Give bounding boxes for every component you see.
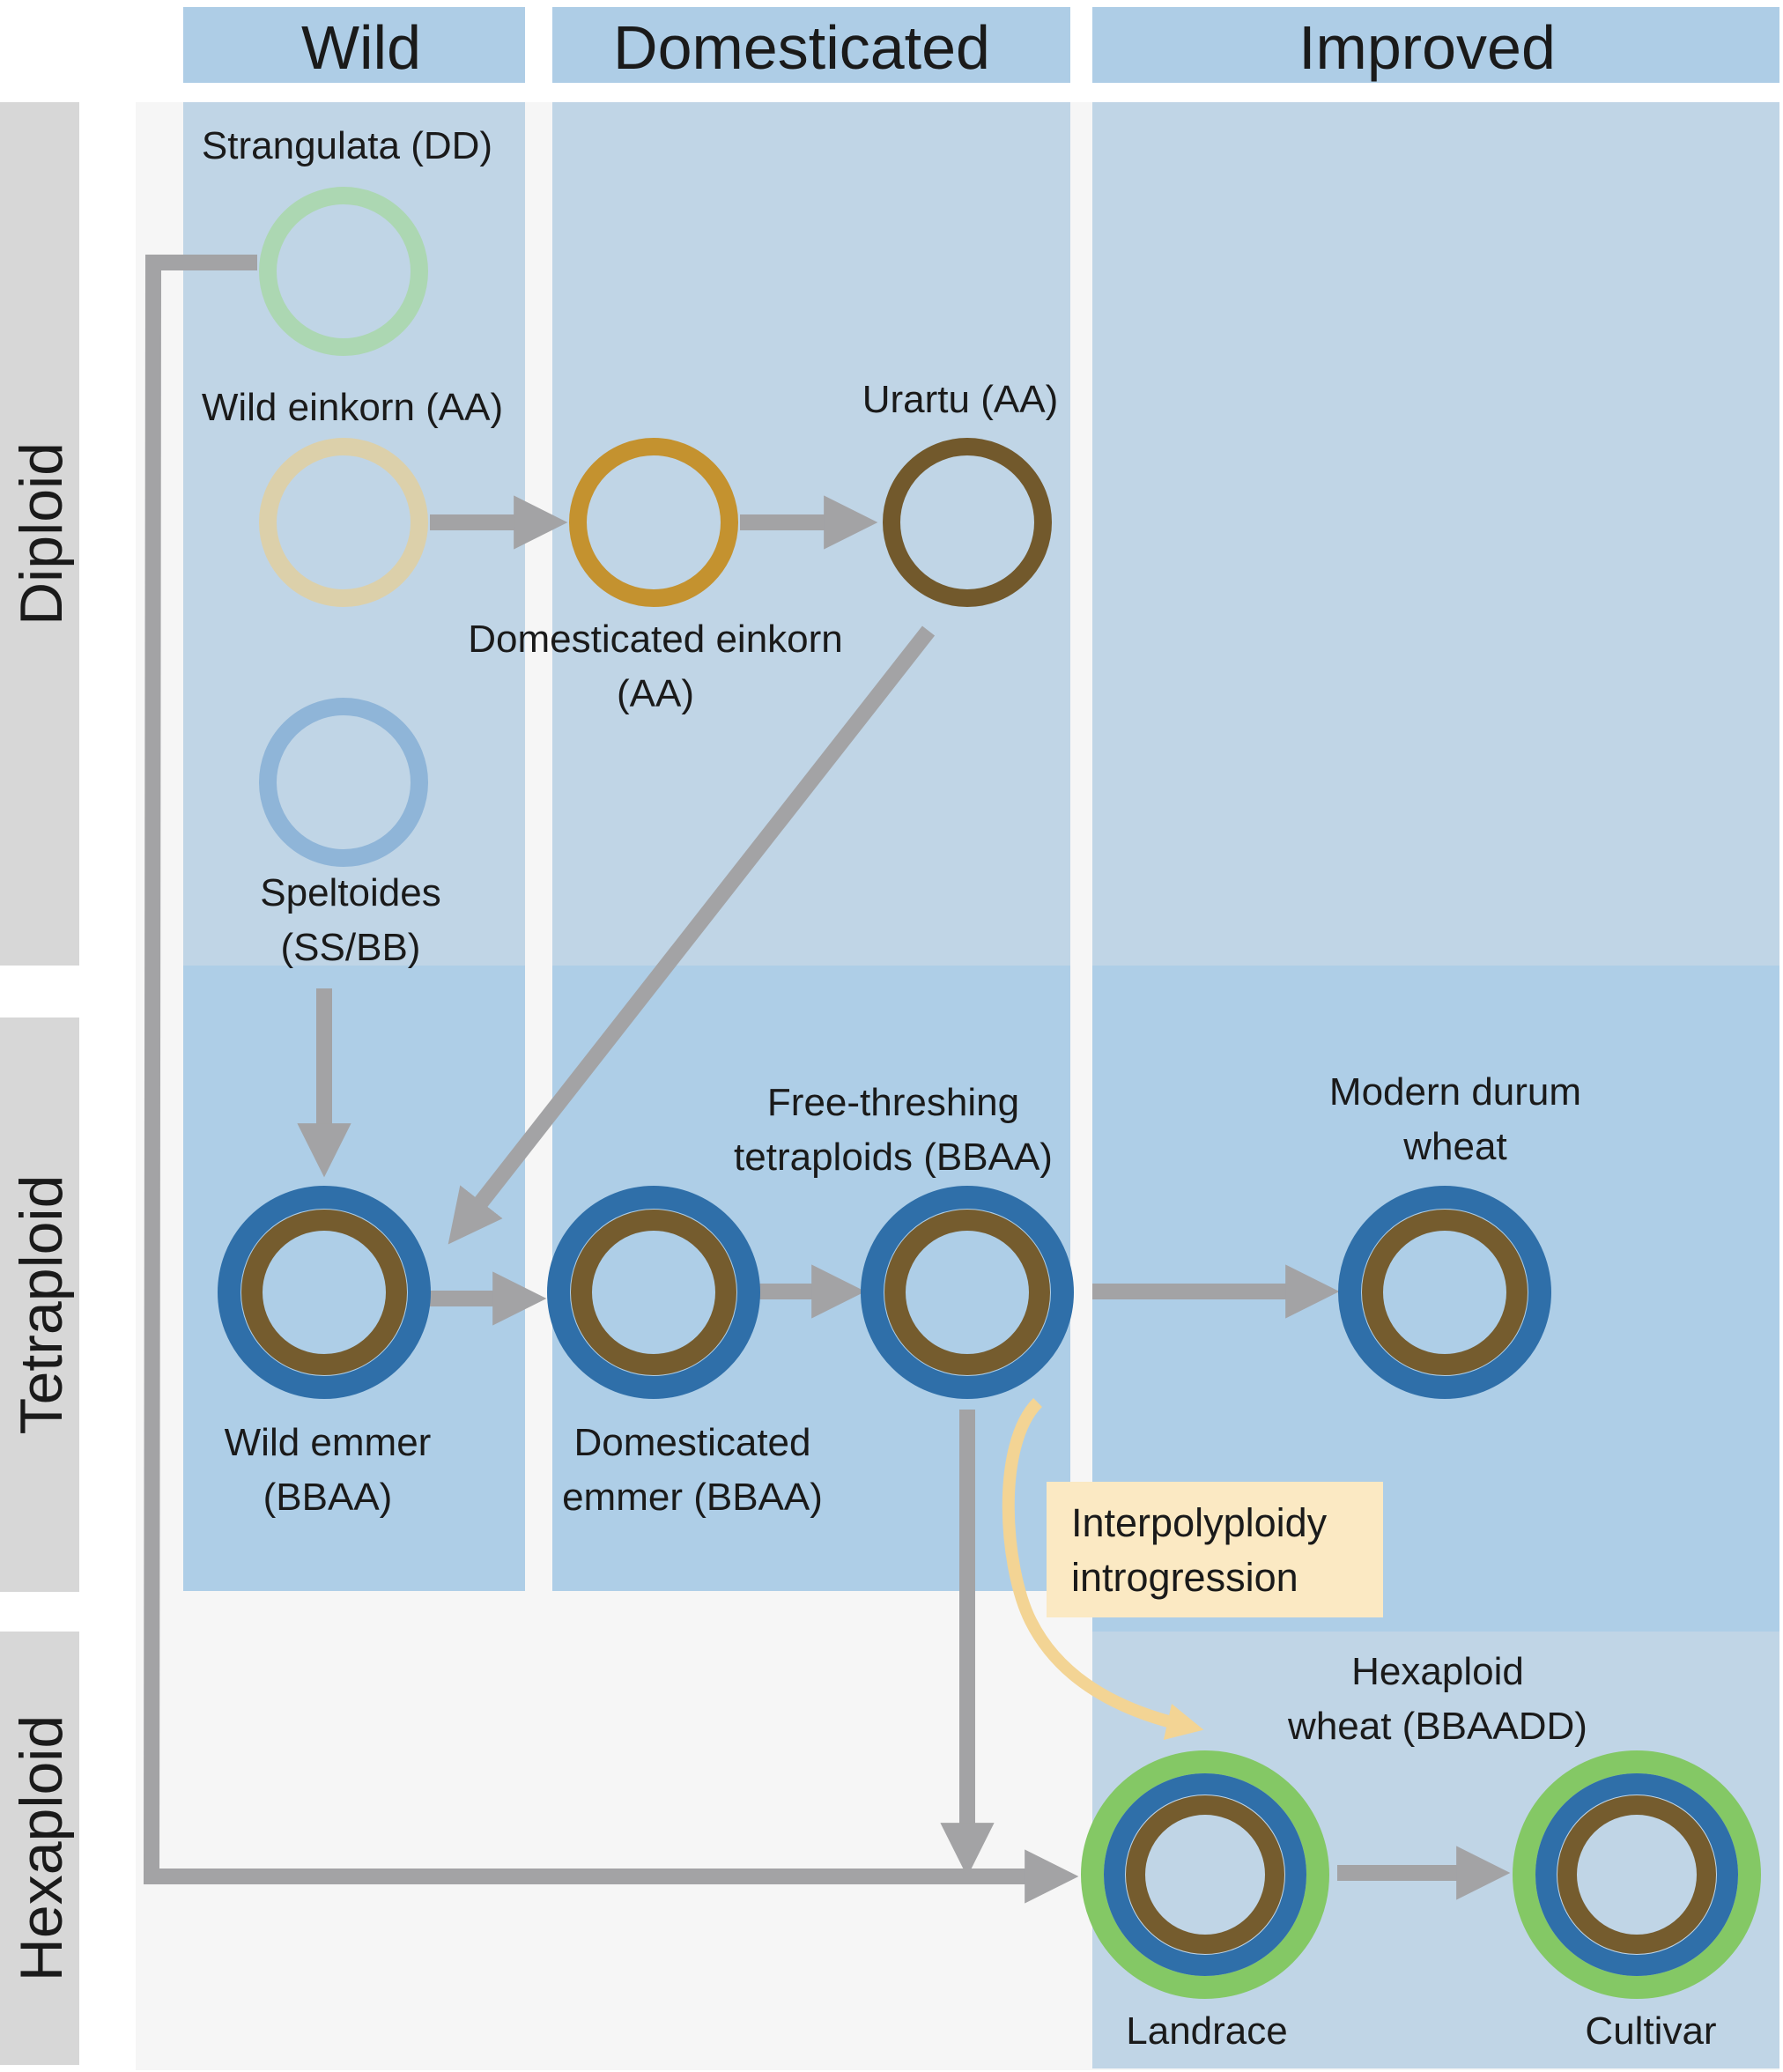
- introgression-note-line1: Interpolyploidy: [1071, 1500, 1328, 1545]
- modern-durum-label-line2: wheat: [1402, 1125, 1506, 1168]
- free-threshing-inner-ring: [884, 1210, 1050, 1375]
- node-labels: Strangulata (DD) Wild einkorn (AA) Urart…: [202, 124, 1717, 2053]
- header-improved: Improved: [1298, 13, 1556, 82]
- cultivar-node: [1513, 1750, 1761, 1999]
- landrace-label: Landrace: [1126, 2009, 1287, 2053]
- landrace-middle-ring: [1104, 1773, 1306, 1976]
- modern-durum-node: [1338, 1186, 1551, 1399]
- cultivar-outer-ring: [1513, 1750, 1761, 1999]
- hexaploid-wheat-label-line2: wheat (BBAADD): [1287, 1705, 1587, 1748]
- wild-einkorn-circle: [259, 438, 428, 607]
- panel-domesticated-tetraploid: [552, 966, 1070, 1591]
- strangulata-circle: [259, 187, 428, 356]
- header-improved-bg: [1092, 7, 1779, 83]
- free-threshing-label-line2: tetraploids (BBAA): [734, 1136, 1053, 1179]
- nodes: [218, 187, 1761, 1999]
- introgression-note-bg: [1047, 1482, 1383, 1617]
- header-domesticated: Domesticated: [613, 13, 990, 82]
- panel-improved-hexaploid: [1092, 1632, 1779, 2068]
- domesticated-emmer-outer-ring: [547, 1186, 760, 1399]
- wild-emmer-inner-ring: [241, 1210, 407, 1375]
- speltoides-label-line2: (SS/BB): [281, 926, 421, 969]
- arrow-urartu-to-wild-emmer: [448, 625, 936, 1245]
- panel-wild-diploid: [183, 102, 525, 966]
- row-hexaploid-bg: [0, 1632, 79, 2065]
- header-wild: Wild: [301, 13, 421, 82]
- domesticated-einkorn-circle: [569, 438, 738, 607]
- arrow-strangulata-to-landrace: [143, 255, 1079, 1904]
- free-threshing-label-line1: Free-threshing: [767, 1081, 1019, 1124]
- speltoides-circle: [259, 698, 428, 867]
- landrace-outer-ring: [1081, 1750, 1329, 1999]
- cultivar-middle-ring: [1535, 1773, 1738, 1976]
- row-tetraploid-bg: [0, 1018, 79, 1592]
- domesticated-emmer-inner-ring: [571, 1210, 736, 1375]
- row-diploid: Diploid: [8, 442, 75, 625]
- wild-emmer-label-line1: Wild emmer: [225, 1421, 432, 1464]
- column-headers: Wild Domesticated Improved: [183, 7, 1779, 83]
- landrace-node: [1081, 1750, 1329, 1999]
- hexaploid-wheat-label-line1: Hexaploid: [1351, 1650, 1524, 1693]
- arrows: [143, 255, 1511, 1904]
- free-threshing-node: [861, 1186, 1074, 1399]
- panel-improved-diploid: [1092, 102, 1779, 966]
- landrace-inner-ring: [1126, 1795, 1284, 1954]
- modern-durum-label-line1: Modern durum: [1329, 1070, 1581, 1114]
- cultivar-label: Cultivar: [1585, 2009, 1716, 2053]
- wild-emmer-outer-ring: [218, 1186, 431, 1399]
- introgression-note: Interpolyploidy introgression: [1047, 1482, 1383, 1617]
- row-diploid-bg: [0, 102, 79, 966]
- modern-durum-inner-ring: [1362, 1210, 1528, 1375]
- modern-durum-outer-ring: [1338, 1186, 1551, 1399]
- header-domesticated-bg: [552, 7, 1070, 83]
- wild-einkorn-label: Wild einkorn (AA): [202, 386, 503, 429]
- introgression-arrow: [1002, 1398, 1204, 1741]
- domesticated-einkorn-label-line1: Domesticated einkorn: [468, 618, 843, 661]
- free-threshing-outer-ring: [861, 1186, 1074, 1399]
- wild-emmer-node: [218, 1186, 431, 1399]
- row-hexaploid: Hexaploid: [8, 1715, 75, 1981]
- urartu-circle: [883, 438, 1052, 607]
- domesticated-emmer-label-line1: Domesticated: [573, 1421, 810, 1464]
- domesticated-emmer-node: [547, 1186, 760, 1399]
- domesticated-emmer-label-line2: emmer (BBAA): [562, 1476, 823, 1519]
- strangulata-label: Strangulata (DD): [202, 124, 492, 167]
- wild-emmer-label-line2: (BBAA): [263, 1476, 393, 1519]
- cultivar-inner-ring: [1557, 1795, 1716, 1954]
- speltoides-label-line1: Speltoides: [260, 871, 440, 914]
- urartu-label: Urartu (AA): [862, 378, 1058, 421]
- domesticated-einkorn-label-line2: (AA): [617, 672, 694, 715]
- introgression-note-line2: introgression: [1071, 1555, 1298, 1600]
- header-wild-bg: [183, 7, 525, 83]
- row-labels: Diploid Tetraploid Hexaploid: [0, 102, 79, 2065]
- row-tetraploid: Tetraploid: [8, 1175, 75, 1435]
- panel-domesticated-diploid: [552, 102, 1070, 966]
